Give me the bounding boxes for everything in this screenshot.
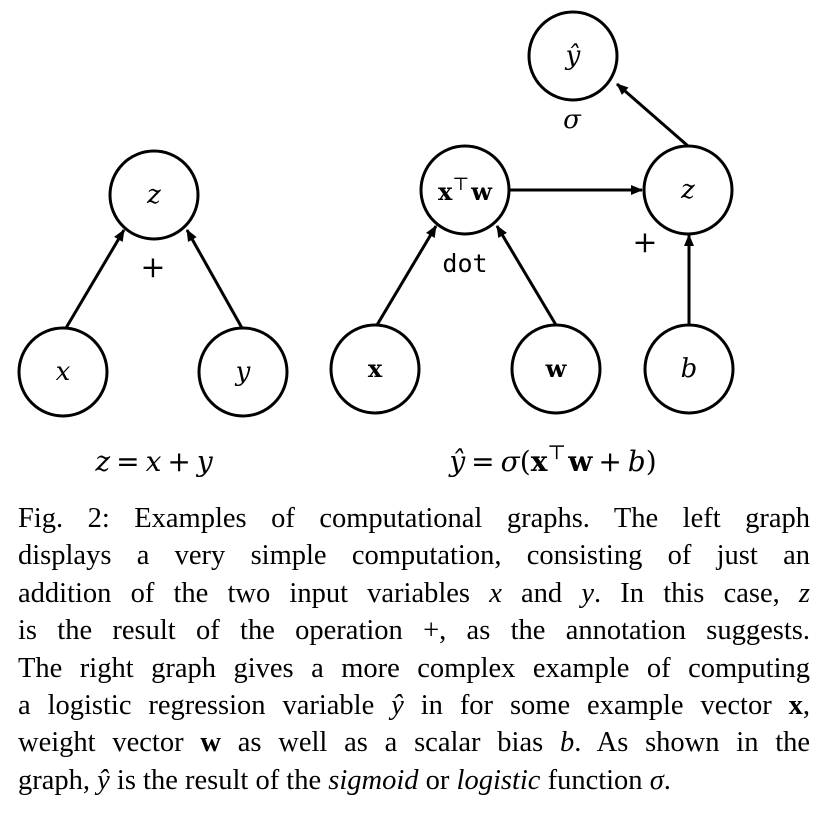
node-w-right bbox=[510, 323, 602, 415]
computational-graphs-figure: z x y + z=x+y ŷ σ x⊤w dot z + x w b bbox=[17, 10, 735, 478]
edge-z-to-yhat bbox=[616, 82, 689, 148]
caption-line-5: The right graph gives a more complex exa… bbox=[18, 652, 810, 684]
caption-line-6: a logistic regression variable ŷ in for … bbox=[18, 690, 811, 722]
dot-annotation: dot bbox=[442, 249, 487, 278]
node-x-left bbox=[17, 326, 109, 418]
node-xtw-label: x⊤w bbox=[438, 174, 493, 206]
equation-right: ŷ=σ(x⊤w+b) bbox=[447, 440, 656, 478]
node-w-right-label: w bbox=[545, 354, 568, 383]
left-graph: z x y + z=x+y bbox=[17, 149, 289, 478]
node-y-left bbox=[197, 326, 289, 418]
caption-line-8: graph, ŷ is the result of the sigmoid or… bbox=[18, 764, 671, 796]
caption-line-2: displays a very simple computation, cons… bbox=[18, 540, 810, 572]
plus-annotation-left: + bbox=[140, 250, 165, 285]
equation-left: z=x+y bbox=[94, 445, 214, 478]
node-xtw bbox=[419, 144, 511, 236]
figure-caption: Fig. 2: Examples of computational graphs… bbox=[18, 500, 810, 799]
edge-x-to-z bbox=[64, 229, 126, 329]
edge-x-to-dot bbox=[375, 225, 438, 326]
node-z-left-label: z bbox=[146, 180, 161, 210]
node-x-right-label: x bbox=[368, 354, 383, 383]
edge-y-to-z bbox=[185, 229, 244, 329]
caption-line-4: is the result of the operation +, as the… bbox=[18, 615, 810, 647]
caption-line-1: Fig. 2: Examples of computational graphs… bbox=[18, 503, 810, 534]
node-z-right-label: z bbox=[680, 175, 695, 205]
node-z-left bbox=[108, 149, 200, 241]
node-yhat bbox=[527, 10, 619, 102]
caption-line-3: addition of the two input variables x an… bbox=[18, 577, 811, 609]
node-yhat-label: ŷ bbox=[565, 41, 581, 71]
edge-w-to-dot bbox=[495, 225, 558, 326]
node-x-right bbox=[329, 323, 421, 415]
node-x-left-label: x bbox=[56, 357, 71, 387]
caption-line-7: weight vector w as well as a scalar bias… bbox=[18, 727, 811, 759]
right-graph: ŷ σ x⊤w dot z + x w b ŷ=σ(x⊤w+b) bbox=[329, 10, 735, 478]
sigma-annotation: σ bbox=[563, 105, 582, 135]
node-b-right-label: b bbox=[681, 354, 698, 384]
node-z-right bbox=[642, 144, 734, 236]
node-y-left-label: y bbox=[235, 357, 251, 387]
node-b-right bbox=[643, 323, 735, 415]
plus-annotation-right: + bbox=[632, 225, 657, 260]
